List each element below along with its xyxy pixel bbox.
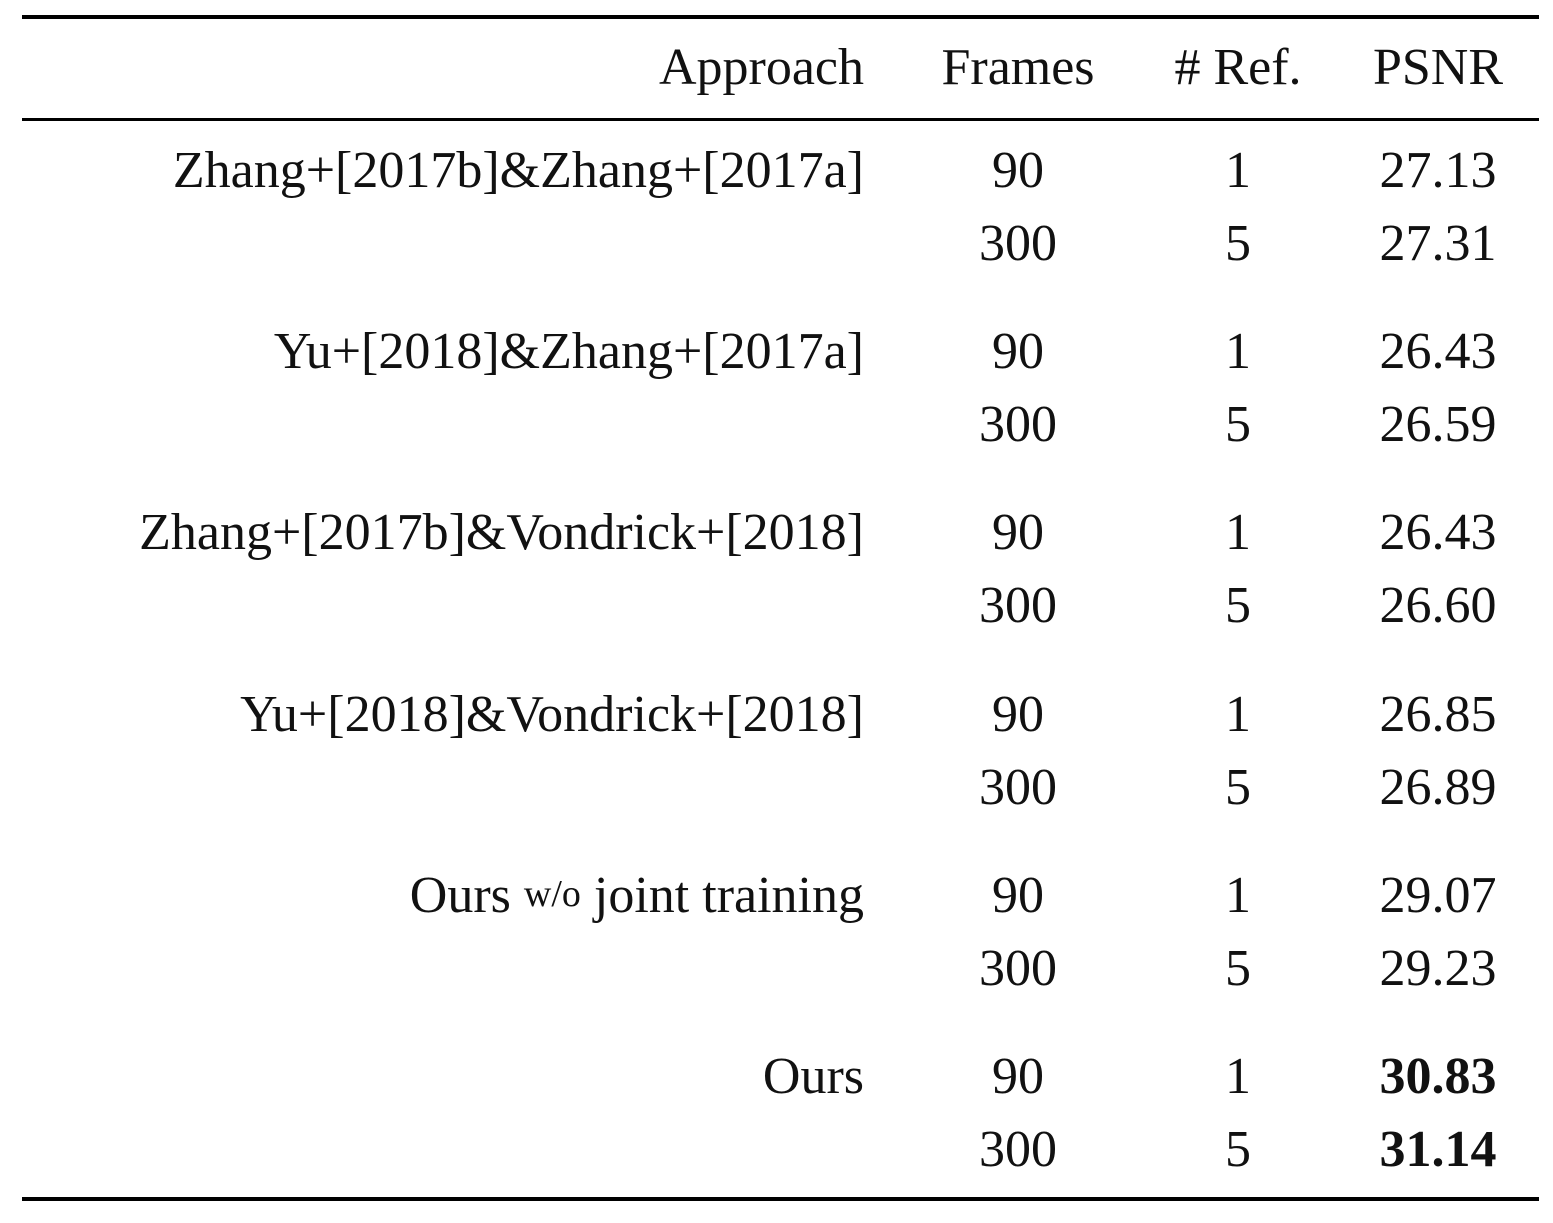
- ref-cell: 5: [1225, 940, 1251, 997]
- header-approach: Approach: [658, 39, 864, 96]
- frames-cell: 90: [992, 142, 1044, 199]
- ref-cell: 5: [1225, 396, 1251, 453]
- psnr-cell: 26.43: [1379, 504, 1497, 561]
- approach-label: Zhang+[2017b]&Vondrick+[2018]: [139, 504, 864, 561]
- frames-cell: 300: [979, 215, 1057, 272]
- frames-cell: 90: [992, 1048, 1044, 1105]
- ref-cell: 5: [1225, 577, 1251, 634]
- psnr-cell: 26.89: [1379, 759, 1497, 816]
- ref-cell: 1: [1225, 504, 1251, 561]
- header-psnr: PSNR: [1372, 39, 1504, 96]
- frames-cell: 90: [992, 323, 1044, 380]
- ref-cell: 5: [1225, 215, 1251, 272]
- approach-label-wo: w/o: [523, 873, 581, 915]
- approach-label: Ours: [762, 1048, 864, 1105]
- ref-cell: 1: [1225, 142, 1251, 199]
- ref-cell: 1: [1225, 867, 1251, 924]
- frames-cell: 90: [992, 504, 1044, 561]
- bottom-rule: [22, 1197, 1539, 1201]
- ref-cell: 5: [1225, 759, 1251, 816]
- psnr-cell: 27.13: [1379, 142, 1497, 199]
- frames-cell: 300: [979, 1121, 1057, 1178]
- psnr-cell: 26.85: [1379, 686, 1497, 743]
- ref-cell: 1: [1225, 323, 1251, 380]
- ref-cell: 1: [1225, 686, 1251, 743]
- ref-cell: 1: [1225, 1048, 1251, 1105]
- header-rule: [22, 118, 1539, 121]
- header-frames: Frames: [941, 39, 1095, 96]
- frames-cell: 300: [979, 759, 1057, 816]
- ref-cell: 5: [1225, 1121, 1251, 1178]
- psnr-cell: 26.60: [1379, 577, 1497, 634]
- psnr-cell: 29.07: [1379, 867, 1497, 924]
- approach-label: Yu+[2018]&Vondrick+[2018]: [240, 686, 864, 743]
- frames-cell: 300: [979, 940, 1057, 997]
- approach-label-pre: Ours: [409, 867, 524, 924]
- frames-cell: 90: [992, 867, 1044, 924]
- frames-cell: 300: [979, 396, 1057, 453]
- frames-cell: 300: [979, 577, 1057, 634]
- psnr-cell: 26.59: [1379, 396, 1497, 453]
- psnr-cell: 29.23: [1379, 940, 1497, 997]
- psnr-cell: 27.31: [1379, 215, 1497, 272]
- approach-label-post: joint training: [580, 867, 864, 924]
- psnr-cell: 26.43: [1379, 323, 1497, 380]
- top-rule: [22, 15, 1539, 19]
- frames-cell: 90: [992, 686, 1044, 743]
- psnr-cell-best: 30.83: [1379, 1048, 1497, 1105]
- psnr-cell-best: 31.14: [1379, 1121, 1497, 1178]
- approach-label: Zhang+[2017b]&Zhang+[2017a]: [172, 142, 864, 199]
- approach-label: Ours w/o joint training: [410, 866, 864, 930]
- approach-label: Yu+[2018]&Zhang+[2017a]: [273, 323, 864, 380]
- header-ref: # Ref.: [1174, 39, 1302, 96]
